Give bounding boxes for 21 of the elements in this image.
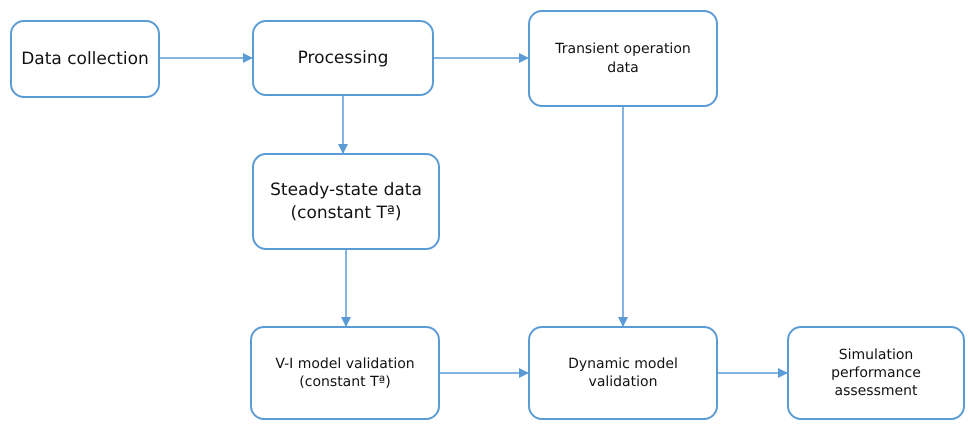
arrow bbox=[434, 53, 529, 63]
box-label: V-I model validation (constant Tª) bbox=[274, 354, 416, 392]
arrow bbox=[341, 250, 351, 327]
process-box bbox=[528, 326, 718, 420]
arrow bbox=[338, 96, 348, 154]
arrow bbox=[160, 53, 253, 63]
arrow bbox=[718, 368, 788, 378]
box-label: Transient operation data bbox=[554, 40, 692, 77]
arrow bbox=[618, 107, 628, 327]
process-box bbox=[10, 20, 160, 98]
box-label: Processing bbox=[298, 46, 388, 70]
arrow bbox=[440, 368, 529, 378]
box-label: Steady-state data (constant Tª) bbox=[269, 179, 423, 224]
process-box bbox=[250, 326, 440, 420]
box-label: Data collection bbox=[21, 48, 149, 70]
box-label: Dynamic model validation bbox=[567, 354, 679, 392]
process-box bbox=[528, 10, 718, 107]
process-box bbox=[252, 153, 440, 250]
box-label: Simulation performance assessment bbox=[830, 346, 922, 400]
process-box bbox=[787, 326, 965, 420]
process-box bbox=[252, 20, 434, 96]
